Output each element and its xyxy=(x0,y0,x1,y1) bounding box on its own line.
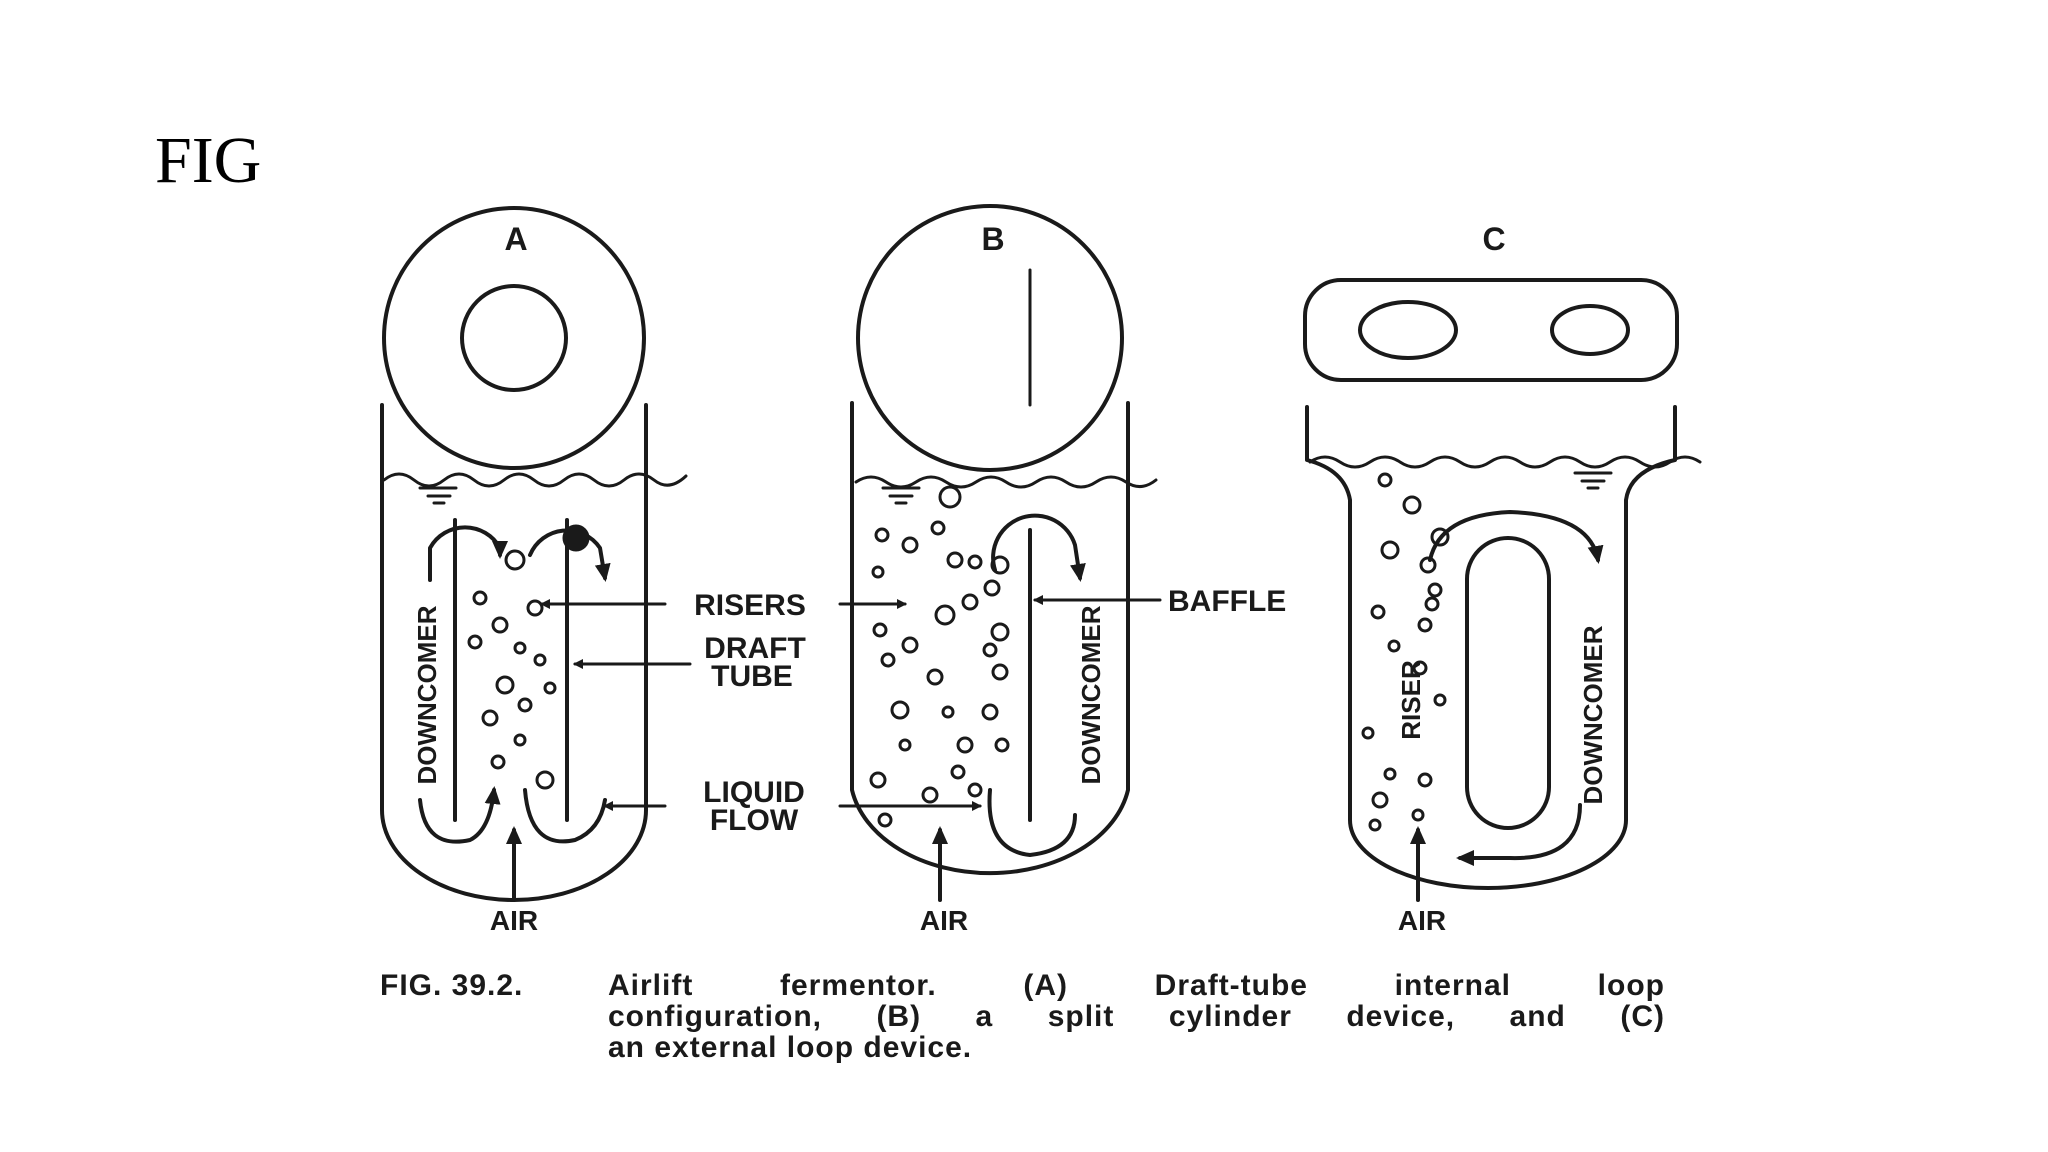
risers-label: RISERS xyxy=(694,589,806,622)
draft-tube-label-line2: TUBE xyxy=(711,660,793,693)
panel-c-vessel xyxy=(1305,405,1702,890)
panel-a-flow-arrows xyxy=(418,525,611,902)
panel-a-bubbles xyxy=(467,524,590,790)
caption-line-1: Airlift fermentor. (A) Draft-tube intern… xyxy=(608,969,1665,1002)
panel-c-air-label: AIR xyxy=(1398,905,1446,936)
caption-fig-number: FIG. 39.2. xyxy=(380,969,524,1002)
liquid-flow-label-line1: LIQUID xyxy=(703,776,805,809)
slide-title: FIG xyxy=(155,124,262,197)
panel-b-downcomer-label: DOWNCOMER xyxy=(1076,605,1106,784)
panel-c-riser-label: RISER xyxy=(1396,660,1426,740)
panel-a-draft-tube xyxy=(453,518,569,822)
baffle-label: BAFFLE xyxy=(1168,585,1286,618)
panel-c-bubbles xyxy=(1361,472,1450,832)
draft-tube-label-line1: DRAFT xyxy=(704,632,806,665)
panel-b-letter: B xyxy=(981,221,1004,257)
panel-c-letter: C xyxy=(1482,221,1505,257)
panel-b-top-view xyxy=(856,204,1124,472)
panel-a-top-view xyxy=(382,206,646,470)
label-leaders xyxy=(540,595,1162,811)
liquid-flow-label-line2: FLOW xyxy=(710,804,799,837)
panel-b-vessel xyxy=(850,401,1158,876)
panel-a-letter: A xyxy=(504,221,527,257)
panel-c-top-view xyxy=(1303,278,1679,382)
panel-a-downcomer-label: DOWNCOMER xyxy=(412,605,442,784)
caption-line-3: an external loop device. xyxy=(608,1031,973,1064)
panel-c-downcomer-label: DOWNCOMER xyxy=(1578,625,1608,804)
panel-b-air-label: AIR xyxy=(920,905,968,936)
caption-line-2: configuration, (B) a split cylinder devi… xyxy=(608,1000,1665,1033)
panel-a-air-label: AIR xyxy=(490,905,538,936)
panel-b-bubbles xyxy=(869,485,1010,828)
panel-b-flow-arrows xyxy=(932,513,1086,902)
panel-c-flow-arrows xyxy=(1410,510,1604,902)
figure-caption: FIG. 39.2. Airlift fermentor. (A) Draft-t… xyxy=(380,970,1665,1063)
panel-c-inner-loop xyxy=(1465,536,1551,830)
